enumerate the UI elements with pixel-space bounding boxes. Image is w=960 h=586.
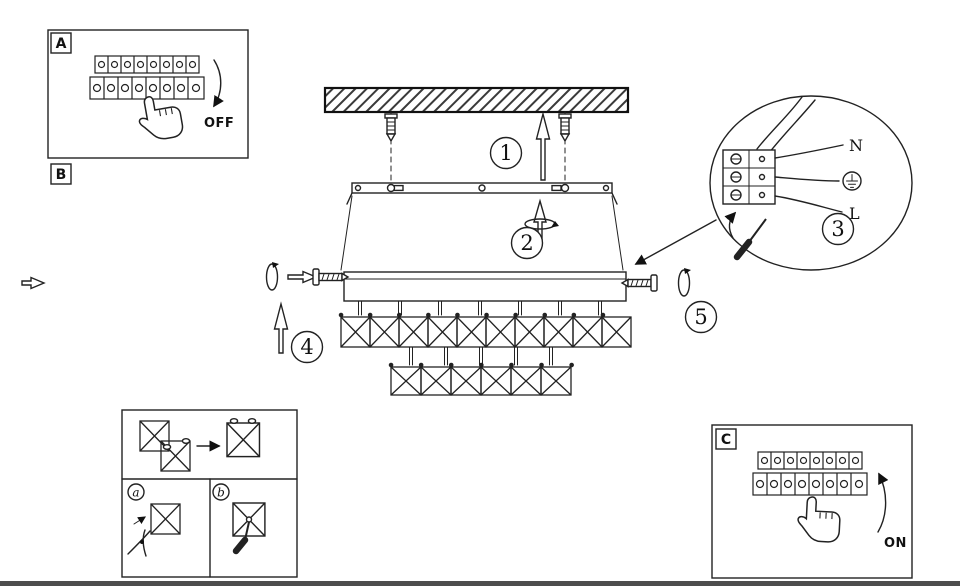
terminal-block: [722, 149, 776, 205]
crystal-ring-upper: [340, 316, 632, 348]
detail-pointer-arrow: [634, 219, 717, 265]
earth-ground-icon: [842, 171, 862, 191]
substep-b: b: [212, 483, 266, 555]
push-up-arrow-icon: [273, 301, 289, 354]
hanging-rods-lower: [409, 346, 553, 366]
off-label: OFF: [204, 116, 234, 131]
canopy: [343, 271, 627, 302]
breaker-off-inset: A OFF: [47, 29, 249, 159]
rotation-arrow-icon: [724, 211, 737, 239]
inset-a-label-box: [50, 32, 72, 54]
step-5-number: 5: [694, 305, 707, 329]
wire-ground: [774, 176, 840, 182]
rotation-arrow-icon: [265, 263, 279, 291]
lift-up-arrow-icon: [535, 111, 551, 181]
wall-anchor-left: [384, 113, 398, 143]
breaker-on-inset: C ON: [711, 424, 913, 579]
step-4-badge: 4: [290, 330, 324, 364]
section-b-label: B: [56, 167, 67, 183]
crystal-join-after: [226, 418, 261, 458]
placement-guide-lines: [340, 195, 624, 271]
rotation-arrow-icon: [677, 269, 691, 297]
screwdriver-icon: [232, 521, 250, 555]
wire-label-neutral: N: [849, 136, 863, 155]
hanging-rods-upper: [358, 300, 602, 316]
mounting-bracket: [346, 182, 618, 205]
on-label: ON: [884, 536, 907, 551]
pliers-icon: [127, 529, 151, 557]
terminal-strip: [752, 451, 868, 496]
wall-anchor-right: [558, 113, 572, 143]
page-bottom-edge: [0, 581, 960, 586]
step-2-badge: 2: [510, 226, 544, 260]
step-1-number: 1: [499, 141, 512, 165]
substep-a-label: a: [132, 486, 139, 500]
step-2-number: 2: [520, 231, 533, 255]
inset-c-label-box: [715, 428, 737, 450]
inset-a-label: A: [56, 36, 67, 52]
step-3-badge: 3: [821, 212, 855, 246]
inset-c-label: C: [721, 432, 731, 448]
supply-cable: [756, 96, 816, 154]
side-screw-right: [21, 268, 691, 297]
step-1-badge: 1: [489, 136, 523, 170]
main-diagram: 1 2: [21, 86, 718, 396]
step-4-number: 4: [300, 335, 313, 359]
pliers-direction-arrow: [133, 516, 147, 525]
switch-on-arrow-icon: [877, 472, 889, 533]
side-screw-left: [265, 262, 350, 291]
wire-label-live: L: [849, 204, 860, 223]
crystal-join-before: [139, 420, 191, 472]
section-b-label-box: [50, 163, 72, 185]
step-5-badge: 5: [684, 300, 718, 334]
crystal-ring-lower: [390, 366, 572, 396]
wire-live: [774, 195, 843, 213]
hatched-ceiling: [323, 86, 630, 114]
substep-b-label: b: [217, 486, 225, 500]
terminal-strip: [89, 55, 205, 100]
screwdriver-icon: [724, 211, 767, 261]
wire-neutral: [774, 144, 844, 159]
switch-off-arrow-icon: [213, 59, 224, 108]
step-3-number: 3: [831, 217, 844, 241]
wiring-detail-inset: N L 3: [634, 95, 913, 271]
alignment-dashes: [390, 111, 566, 183]
crystal-assembly-inset: a b: [121, 409, 298, 578]
substep-a: a: [127, 483, 181, 557]
section-b-label-group: B: [50, 163, 72, 185]
